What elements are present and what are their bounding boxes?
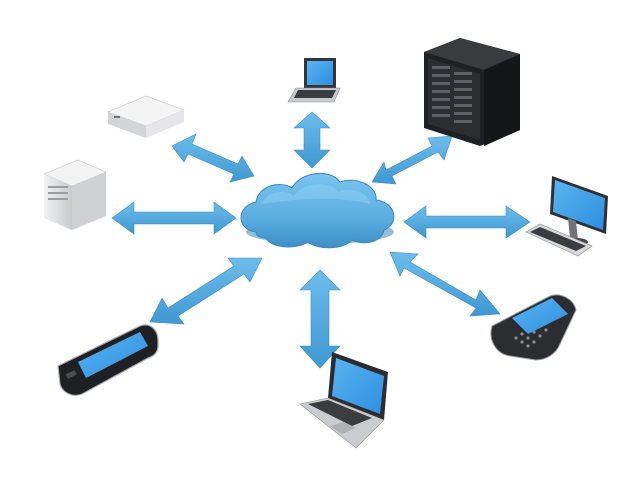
connection-arrows: [111, 111, 531, 369]
storage-appliance-icon: [107, 95, 185, 138]
arrow-to-laptop-top: [293, 111, 331, 169]
tower-server-icon: [43, 159, 107, 230]
arrow-to-smartphone-right: [389, 251, 501, 317]
smartphone-icon: [57, 324, 159, 396]
server-rack-icon: [424, 38, 520, 146]
arrow-to-desktop-monitor: [403, 205, 531, 239]
arrow-to-server-rack: [371, 135, 453, 185]
laptop-icon: [287, 58, 341, 103]
smartphone-icon: [490, 294, 577, 361]
arrow-to-tower-server: [111, 201, 237, 235]
cloud-icon: [240, 172, 395, 249]
arrow-to-smartphone-left: [149, 257, 263, 325]
desktop-computer-icon: [525, 176, 608, 257]
laptop-icon: [299, 352, 388, 449]
arrow-to-laptop-bottom: [299, 269, 341, 369]
arrow-to-network-storage: [171, 133, 255, 183]
